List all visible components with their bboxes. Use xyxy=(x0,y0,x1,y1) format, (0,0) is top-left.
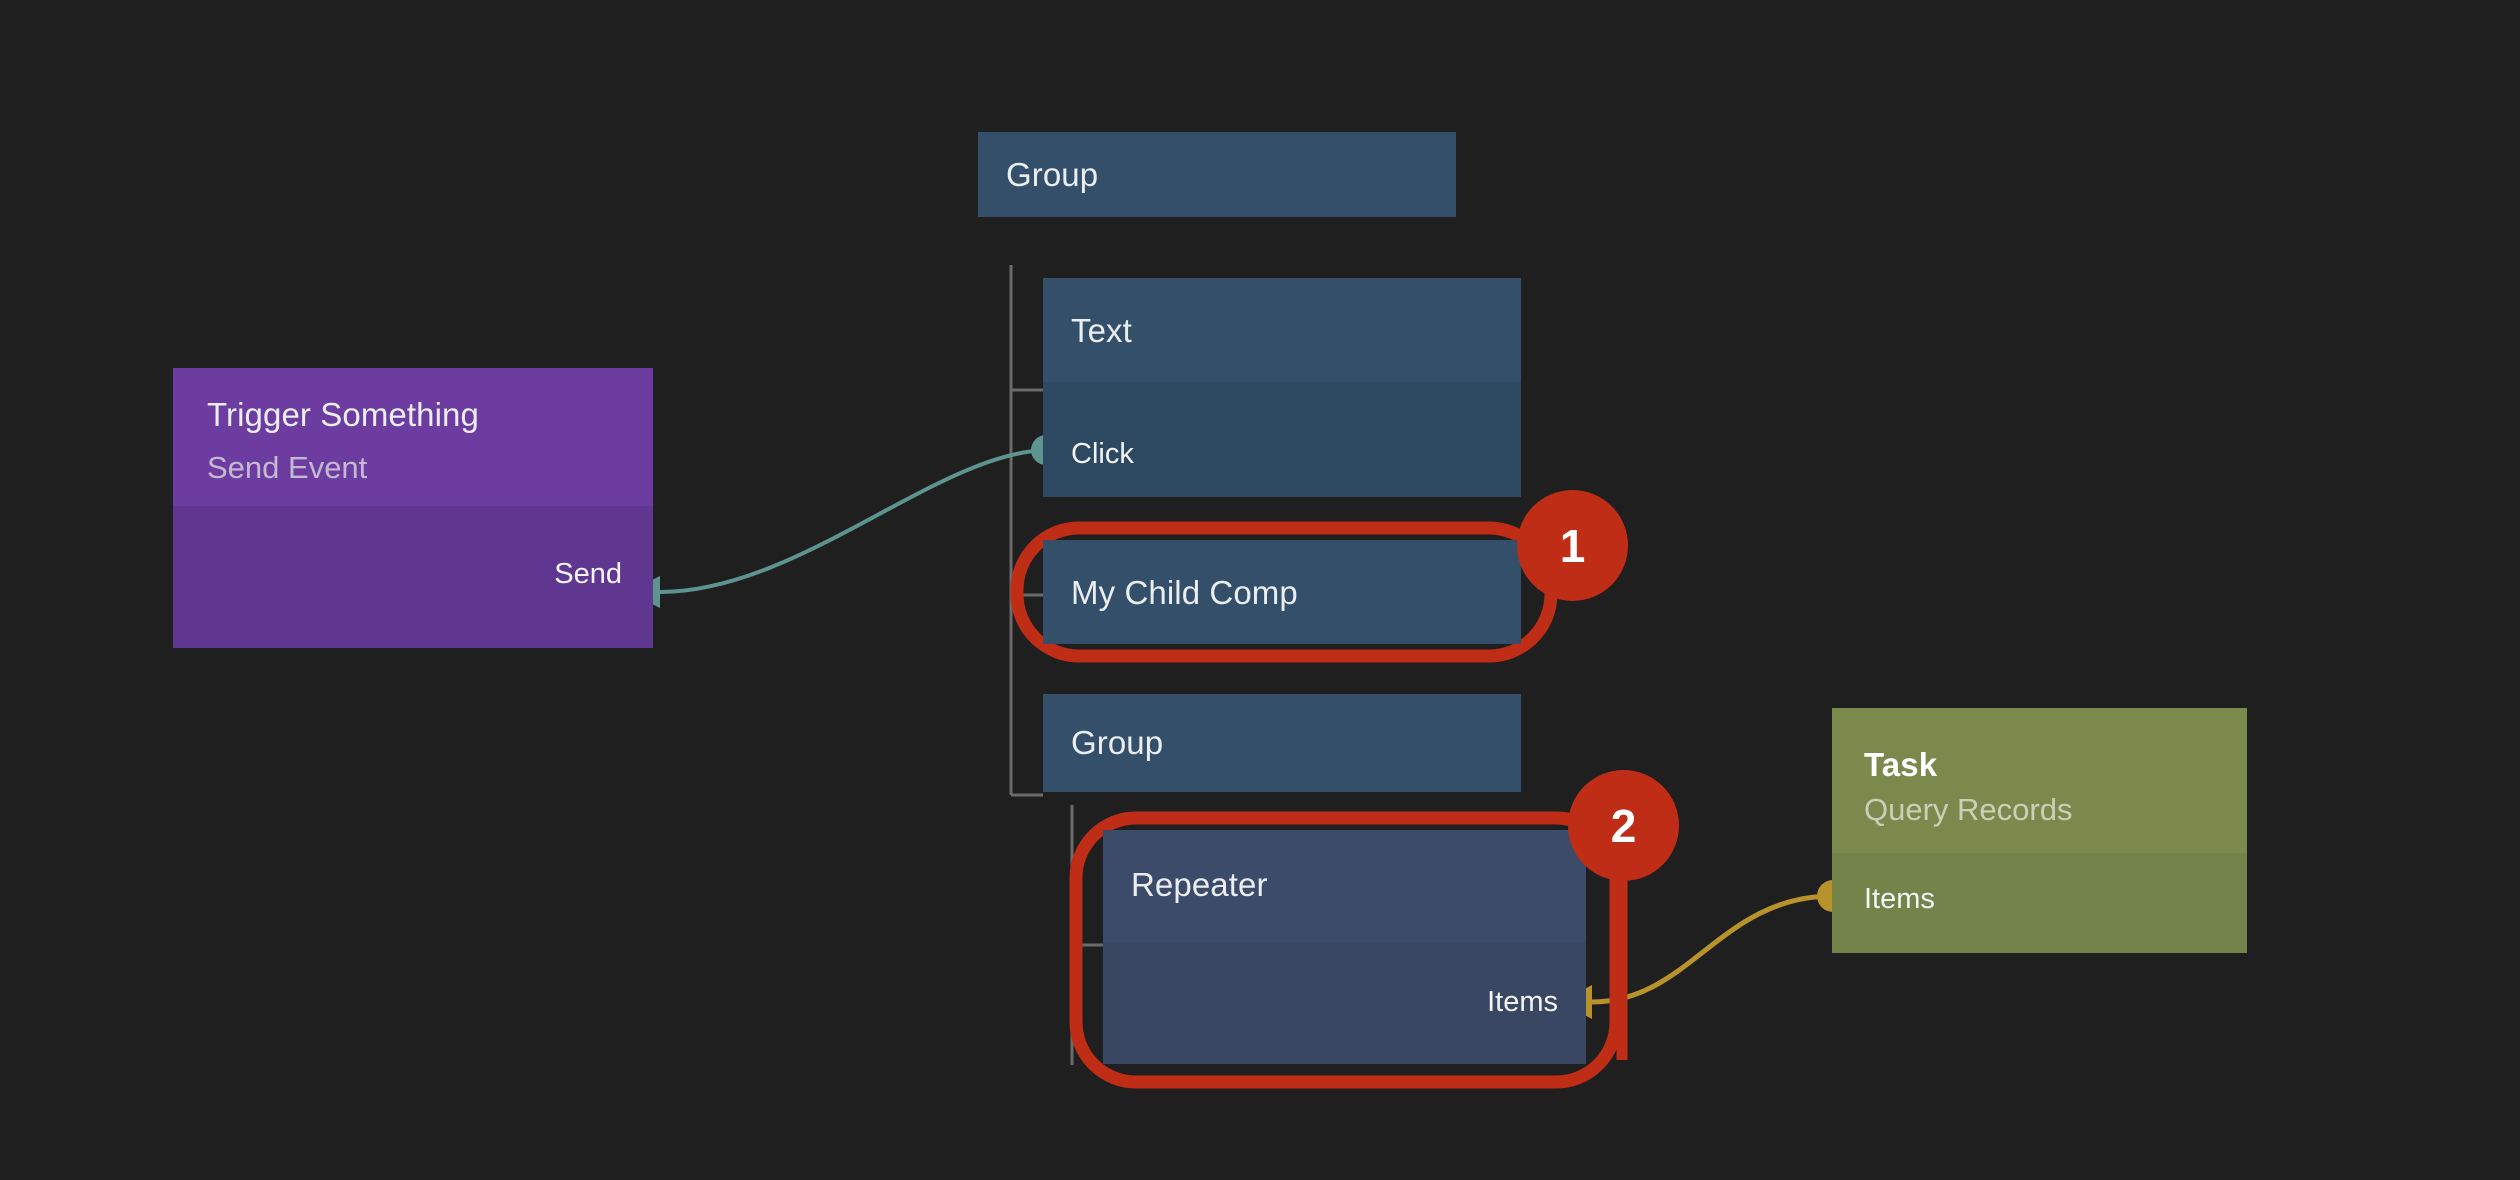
group-root-title: Group xyxy=(1006,156,1099,193)
text-node-title: Text xyxy=(1071,312,1132,349)
repeater-title: Repeater xyxy=(1131,866,1268,903)
text-node-body: Click xyxy=(1043,382,1521,497)
task-subtitle: Query Records xyxy=(1864,792,2073,827)
repeater-header: Repeater xyxy=(1103,830,1586,942)
group-child-title: Group xyxy=(1071,724,1164,761)
repeater-body: Items xyxy=(1103,942,1586,1064)
task-body: Items xyxy=(1832,853,2247,953)
task-title: Task xyxy=(1864,746,1938,783)
trigger-subtitle: Send Event xyxy=(207,450,368,485)
annotation-badge-2: 2 xyxy=(1568,770,1679,881)
text-node-header: Text xyxy=(1043,278,1521,382)
text-node[interactable]: Text Click xyxy=(1043,278,1521,497)
task-items-port-label[interactable]: Items xyxy=(1864,883,1935,915)
my-child-comp-header: My Child Comp xyxy=(1043,540,1521,644)
my-child-comp-node[interactable]: My Child Comp xyxy=(1043,540,1521,644)
group-child-node[interactable]: Group xyxy=(1043,694,1521,792)
group-child-header: Group xyxy=(1043,694,1521,792)
task-node[interactable]: Task Query Records Items xyxy=(1832,708,2247,953)
trigger-send-port-label[interactable]: Send xyxy=(554,558,622,590)
trigger-header: Trigger Something Send Event xyxy=(173,368,653,506)
annotation-badge-1: 1 xyxy=(1517,490,1628,601)
repeater-items-port-label[interactable]: Items xyxy=(1487,986,1558,1018)
repeater-node[interactable]: Repeater Items xyxy=(1103,830,1586,1064)
group-root-header: Group xyxy=(978,132,1456,217)
my-child-comp-title: My Child Comp xyxy=(1071,574,1298,611)
trigger-title: Trigger Something xyxy=(207,396,479,433)
trigger-body: Send xyxy=(173,506,653,648)
text-node-click-port-label[interactable]: Click xyxy=(1071,438,1134,470)
trigger-something-node[interactable]: Trigger Something Send Event Send xyxy=(173,368,653,648)
task-header: Task Query Records xyxy=(1832,708,2247,853)
group-root-node[interactable]: Group xyxy=(978,132,1456,217)
